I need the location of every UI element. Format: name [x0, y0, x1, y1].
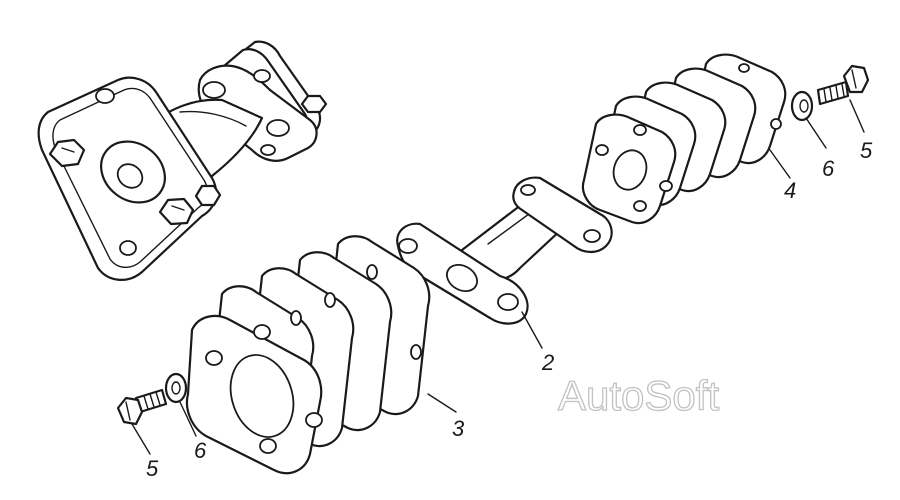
flange-hole — [95, 88, 115, 104]
flange-hole — [266, 119, 290, 137]
washer-outer — [790, 90, 814, 122]
bolt-thread — [143, 391, 161, 410]
callout-6-right: 6 — [822, 156, 835, 181]
bolt-head-edge — [851, 69, 857, 89]
bracket-hole — [583, 229, 601, 243]
bolt-right — [816, 64, 870, 133]
bolt-head-edge — [125, 401, 131, 421]
leader-line — [805, 117, 827, 149]
leader-line — [131, 423, 151, 455]
leader-line — [427, 393, 457, 413]
flange-hole — [119, 240, 137, 256]
bolt-head — [116, 396, 144, 426]
leader-line — [179, 401, 197, 437]
washer-inner — [799, 99, 809, 113]
callout-5-right: 5 — [860, 138, 873, 163]
bolt-left — [116, 388, 168, 455]
bolt-head — [842, 64, 870, 94]
assembled-pipe-unit — [37, 40, 328, 281]
gasket-hole — [738, 63, 750, 73]
watermark: AutoSoft — [558, 372, 719, 419]
leader-line — [521, 311, 543, 349]
gasket-bore — [229, 354, 295, 438]
callout-3: 3 — [452, 416, 465, 441]
leader-line — [849, 99, 865, 133]
gasket-stack-4 — [581, 53, 791, 225]
gasket-hole — [410, 344, 422, 360]
gasket-hole — [259, 438, 277, 454]
gasket-hole — [205, 350, 223, 366]
washer-right — [790, 90, 827, 149]
flange-hole — [260, 144, 276, 156]
hex-nut — [48, 138, 86, 168]
bracket-hole — [520, 184, 536, 196]
callout-4: 4 — [784, 178, 796, 203]
gasket-bore — [612, 149, 648, 191]
flange-hole — [202, 81, 226, 99]
washer-outer — [164, 372, 188, 404]
gasket-hole — [595, 144, 609, 156]
gasket-stack-3 — [185, 235, 457, 475]
hex-nut — [300, 94, 328, 114]
near-flange-edge — [52, 87, 208, 268]
callout-5-left: 5 — [146, 456, 159, 481]
flange-bore — [446, 263, 478, 293]
gasket-hole — [324, 292, 336, 308]
gasket-hole — [366, 264, 378, 280]
hex-nut — [194, 184, 222, 207]
washer-inner — [171, 381, 181, 395]
gasket-hole — [253, 324, 271, 340]
pipe-highlight — [179, 110, 247, 127]
pipe-part-2 — [396, 176, 613, 349]
washer-left — [164, 372, 197, 437]
callout-6-left: 6 — [194, 438, 207, 463]
bolt-thread — [823, 83, 845, 103]
bore-inner — [116, 163, 144, 189]
leader-line — [769, 149, 791, 179]
gasket-hole — [633, 124, 647, 136]
flange-hole — [398, 238, 418, 254]
gasket-hole — [290, 310, 302, 326]
gasket-hole — [770, 118, 782, 130]
gasket-hole — [633, 200, 647, 212]
gasket-hole — [659, 180, 673, 192]
callout-2: 2 — [541, 350, 554, 375]
gasket-hole — [305, 412, 323, 428]
flange-hole — [497, 293, 519, 311]
hex-nut — [158, 197, 195, 226]
flange-hole — [253, 69, 271, 83]
